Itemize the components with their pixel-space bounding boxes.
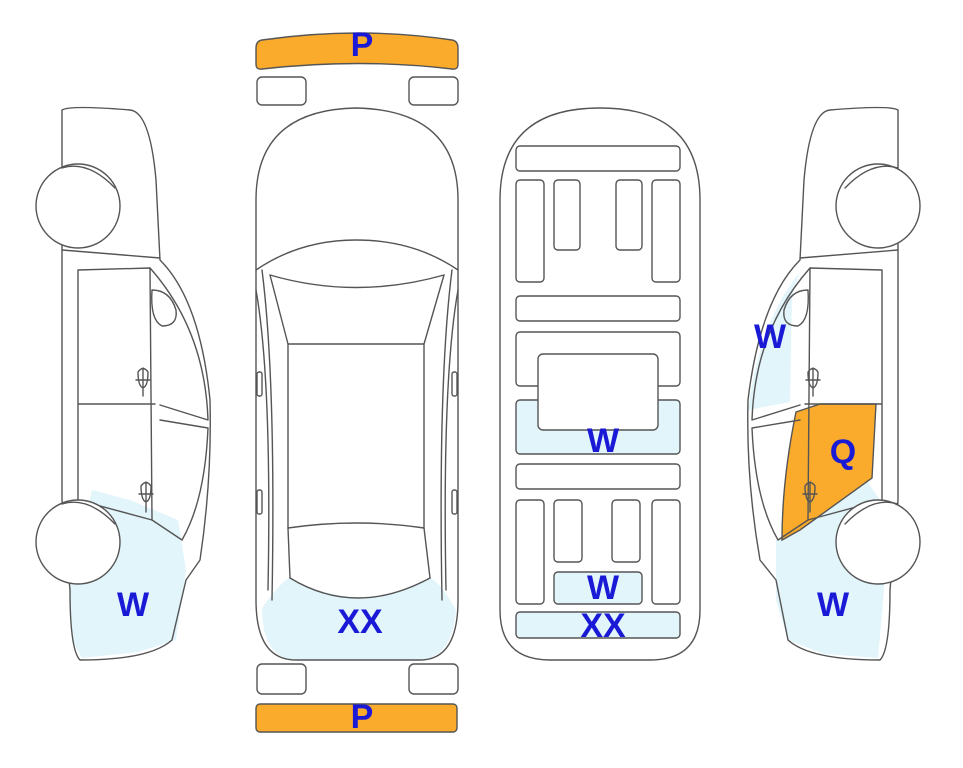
right-front-quarter-label: W — [754, 318, 787, 356]
front-bumper[interactable]: P — [255, 26, 459, 70]
right-front-quarter-panel[interactable] — [748, 272, 800, 410]
right-door-label: Q — [830, 433, 856, 471]
floor-rear-panel[interactable] — [553, 571, 643, 605]
floor-rear-label: W — [587, 569, 620, 607]
rear-tail-lights — [256, 663, 459, 695]
right-door-panel[interactable] — [781, 403, 877, 542]
floor-tail-label: XX — [580, 607, 626, 645]
top-rear-label: XX — [337, 603, 383, 641]
right-front-wheel — [835, 163, 921, 249]
rear-bumper[interactable]: P — [255, 698, 458, 736]
top-view: XX — [255, 107, 459, 661]
front-bumper-label: P — [351, 26, 374, 64]
floor-mid-label: W — [587, 422, 620, 460]
rear-bumper-label: P — [351, 698, 374, 736]
top-rear-panel[interactable] — [262, 578, 456, 660]
right-rear-quarter-label: W — [817, 586, 850, 624]
left-rear-wheel — [35, 499, 121, 585]
left-front-wheel — [35, 163, 121, 249]
left-side-view: W — [35, 106, 211, 661]
front-headlights — [256, 76, 459, 106]
underbody-view: W W XX — [499, 107, 701, 661]
floor-tail-panel[interactable] — [515, 611, 681, 639]
left-rear-quarter-label: W — [117, 586, 150, 624]
right-rear-wheel — [835, 499, 921, 585]
right-side-view: W Q W — [747, 106, 921, 661]
